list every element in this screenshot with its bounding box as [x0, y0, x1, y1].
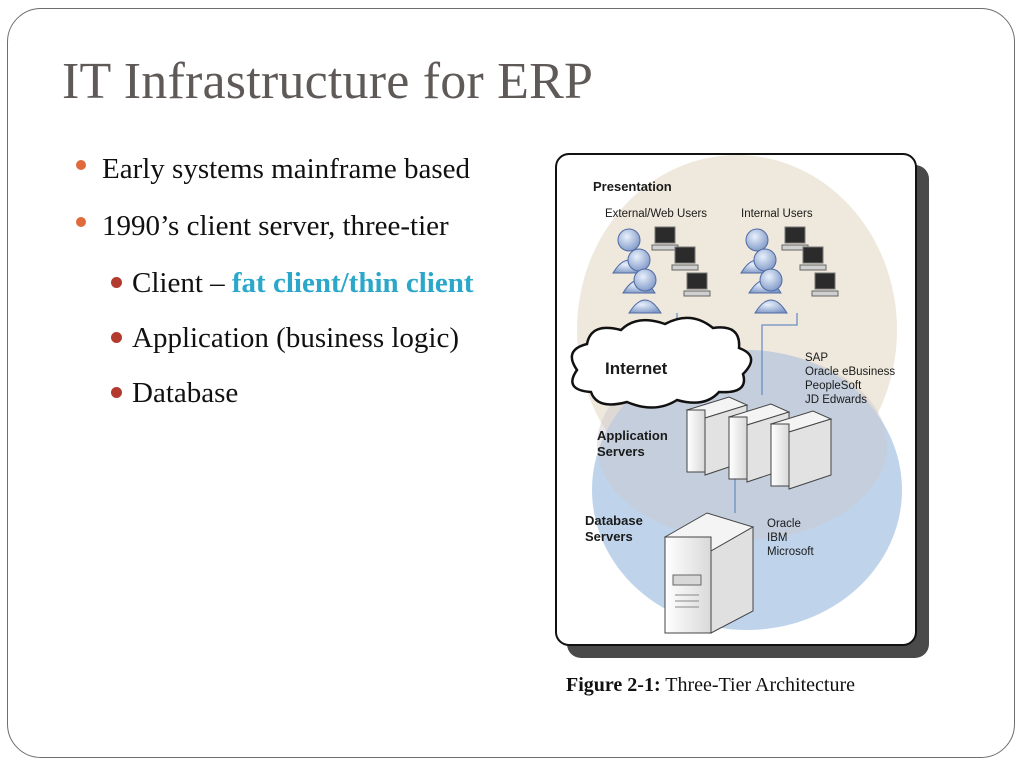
- sub-bullet-prefix: Client –: [132, 267, 232, 299]
- erp-vendor: Oracle eBusiness: [805, 366, 895, 378]
- sub-bullet-dot-icon: [111, 277, 122, 288]
- external-users-icon: [612, 226, 711, 314]
- slide-title: IT Infrastructure for ERP: [62, 53, 594, 110]
- db-servers-label: Database: [585, 513, 643, 528]
- server-icon: [769, 410, 833, 490]
- diagram-canvas: Presentation External/Web Users Internal…: [570, 155, 902, 634]
- bullet-item: 1990’s client server, three-tier: [76, 203, 506, 250]
- app-servers-label: Application: [597, 428, 668, 443]
- bullet-text: Early systems mainframe based: [102, 153, 471, 185]
- sub-bullet-item: Database: [76, 370, 506, 417]
- application-servers-icon: [685, 396, 833, 490]
- sub-bullet-text: Application (business logic): [132, 322, 460, 354]
- external-users-label: External/Web Users: [605, 208, 707, 220]
- sub-bullet-item: Client – fat client/thin client: [76, 260, 506, 307]
- computer-icon: [651, 226, 679, 251]
- internet-label: Internet: [605, 359, 668, 378]
- user-icon: [628, 268, 662, 314]
- figure-caption: Figure 2-1: Three-Tier Architecture: [566, 674, 855, 697]
- caption-label: Figure 2-1:: [566, 674, 661, 696]
- erp-vendor: JD Edwards: [805, 394, 867, 406]
- internet-cloud-icon: [570, 316, 753, 409]
- user-icon: [754, 268, 788, 314]
- computer-icon: [683, 272, 711, 297]
- bullet-dot-icon: [76, 217, 86, 227]
- database-server-icon: [663, 512, 755, 634]
- app-servers-label: Servers: [597, 444, 645, 459]
- db-vendor: Oracle: [767, 518, 801, 530]
- erp-vendor: PeopleSoft: [805, 380, 862, 392]
- sub-bullet-dot-icon: [111, 332, 122, 343]
- three-tier-diagram: Presentation External/Web Users Internal…: [555, 153, 917, 646]
- bullet-item: Early systems mainframe based: [76, 146, 506, 193]
- db-servers-label: Servers: [585, 529, 633, 544]
- computer-icon: [799, 246, 827, 271]
- erp-vendor: SAP: [805, 352, 828, 364]
- sub-bullet-dot-icon: [111, 387, 122, 398]
- db-vendor: IBM: [767, 532, 787, 544]
- presentation-label: Presentation: [593, 179, 672, 194]
- internal-users-icon: [740, 226, 839, 314]
- connector-line: [761, 313, 798, 395]
- bullet-list: Early systems mainframe based 1990’s cli…: [76, 146, 506, 425]
- bullet-text: 1990’s client server, three-tier: [102, 210, 449, 242]
- db-vendor: Microsoft: [767, 546, 814, 558]
- sub-bullet-item: Application (business logic): [76, 315, 506, 362]
- internal-users-label: Internal Users: [741, 208, 813, 220]
- computer-icon: [811, 272, 839, 297]
- caption-text: Three-Tier Architecture: [660, 674, 855, 696]
- sub-bullet-highlight: fat client/thin client: [231, 267, 474, 299]
- bullet-dot-icon: [76, 160, 86, 170]
- computer-icon: [671, 246, 699, 271]
- sub-bullet-text: Database: [132, 377, 239, 409]
